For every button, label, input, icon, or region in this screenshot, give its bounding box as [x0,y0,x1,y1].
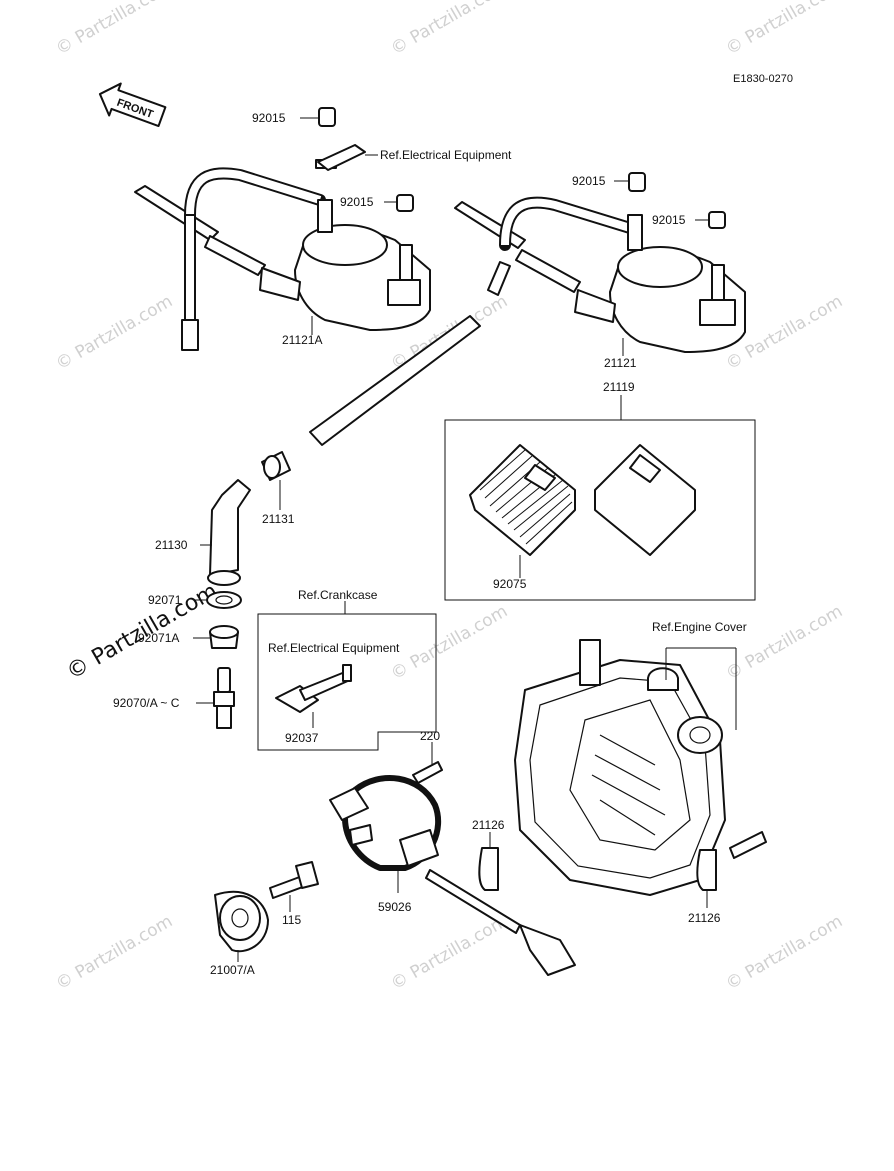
label-92071A: 92071A [138,631,179,645]
watermark: © Partzilla.com [388,911,512,994]
label-21121: 21121 [604,356,637,370]
leader-lines [193,117,709,962]
label-92070: 92070/A ~ C [113,696,180,710]
label-92015: 92015 [340,195,374,209]
bolt [729,831,767,859]
igniter-module [594,444,696,556]
seal-92071 [206,591,242,609]
label-92015: 92015 [652,213,686,227]
rotor-21007 [214,890,269,953]
engine-cover-ref-lines [665,647,737,730]
label-92071: 92071 [148,593,182,607]
watermark: © Partzilla.com [53,0,177,59]
part-labels: 92015 Ref.Electrical Equipment 92015 211… [113,111,747,977]
ref-crankcase: Ref.Crankcase [298,588,378,602]
clamp-21126-left [478,847,499,891]
engine-cover [514,639,726,896]
plug-cap-21130 [207,479,251,586]
ref-engine-cover: Ref.Engine Cover [652,620,747,634]
diagram-code: E1830-0270 [733,73,793,85]
label-92037: 92037 [285,731,319,745]
label-21119: 21119 [603,380,635,394]
label-21126: 21126 [688,911,721,925]
igniter-92075 [469,444,576,556]
watermark: © Partzilla.com [388,0,512,59]
lead-wire [309,315,481,446]
label-220: 220 [420,729,440,743]
clamp-92037 [275,664,352,713]
watermark: © Partzilla.com [723,601,847,684]
ignition-coil-21121 [454,172,746,353]
spark-plug-92070 [213,667,235,729]
label-21007-A: 21007/A [210,963,255,977]
ref-electrical-equipment: Ref.Electrical Equipment [380,148,512,162]
watermark: © Partzilla.com [723,0,847,59]
label-115: 115 [282,913,301,927]
ignition-coil-21121A [134,107,431,351]
label-92015: 92015 [572,174,606,188]
ref-electrical-equipment: Ref.Electrical Equipment [268,641,400,655]
label-92015: 92015 [252,111,286,125]
bolt-220 [412,761,443,784]
label-21121A: 21121A [282,333,322,347]
kit-box-21119 [444,419,756,601]
plug-cap-21131 [261,451,291,481]
label-92075: 92075 [493,577,527,591]
watermark: © Partzilla.com [53,911,177,994]
label-21130: 21130 [155,538,188,552]
bolt-115 [269,861,319,899]
clamp-21126-right [696,849,717,891]
seal-92071A [209,625,239,649]
crankcase-ref-box [257,613,437,751]
front-arrow: FRONT [98,82,167,128]
label-21126: 21126 [472,818,505,832]
watermark: © Partzilla.com [53,291,177,374]
watermark: © Partzilla.com [723,911,847,994]
label-59026: 59026 [378,900,412,914]
pickup-coil-59026 [329,775,576,976]
label-21131: 21131 [262,512,295,526]
electrical-bracket [317,144,366,171]
